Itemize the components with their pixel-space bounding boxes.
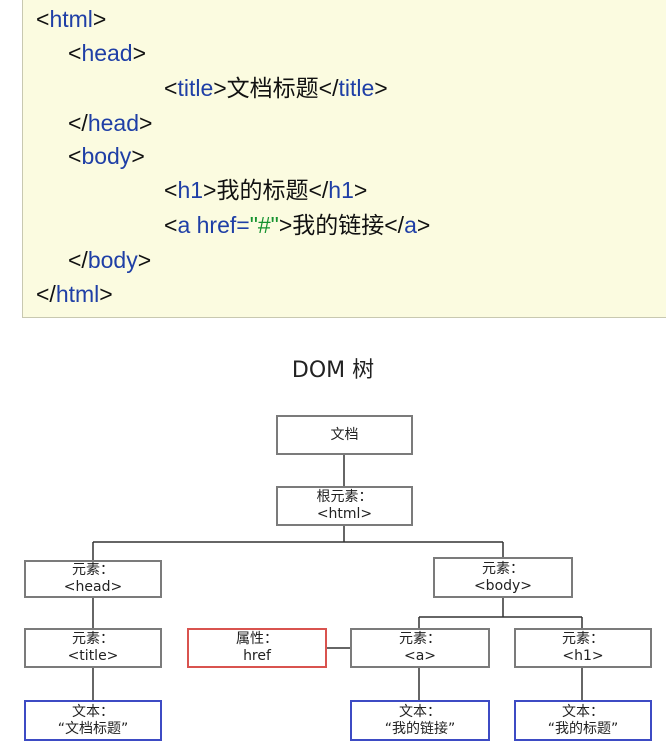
code-token: body	[81, 143, 132, 169]
code-token: >	[416, 212, 431, 238]
code-token: html	[49, 6, 93, 32]
node-document-line1: 文档	[330, 426, 359, 443]
code-token: title	[177, 75, 214, 101]
node-text-title: 文本： “文档标题”	[24, 700, 162, 741]
code-token: a	[404, 212, 417, 238]
code-line-html-open: <html>	[36, 4, 106, 34]
code-token: body	[87, 247, 138, 273]
code-token: <	[68, 40, 82, 66]
code-token: <	[164, 75, 178, 101]
code-token: 我的标题	[216, 177, 309, 203]
node-root-label: 根元素：	[316, 489, 373, 505]
code-line-html-close: </html>	[36, 279, 113, 309]
code-token: head	[81, 40, 133, 66]
node-attribute-href: 属性： href	[187, 628, 327, 668]
code-token: >	[132, 40, 147, 66]
code-token: <	[164, 212, 178, 238]
node-title: 元素： <title>	[24, 628, 162, 668]
node-h1-value: <h1>	[562, 648, 604, 664]
node-root-html: 根元素： <html>	[276, 486, 413, 526]
node-head-value: <head>	[63, 579, 123, 595]
node-text-a-label: 文本：	[399, 703, 441, 720]
code-line-head-open: <head>	[68, 38, 146, 68]
code-line-a: <a href="#">我的链接</a>	[164, 210, 430, 240]
code-token: <	[68, 143, 82, 169]
code-token: "#"	[249, 212, 279, 238]
code-token: </	[308, 177, 329, 203]
node-head: 元素： <head>	[24, 560, 162, 598]
code-token: </	[36, 281, 56, 307]
node-text-h1: 文本： “我的标题”	[514, 700, 652, 741]
node-text-h1-label: 文本：	[562, 703, 604, 720]
code-line-title: <title>文档标题</title>	[164, 73, 388, 103]
code-token: html	[55, 281, 100, 307]
node-root-value: <html>	[316, 506, 373, 522]
code-token: </	[384, 212, 405, 238]
code-token: </	[318, 75, 339, 101]
code-token: >	[213, 75, 227, 101]
node-document: 文档	[276, 415, 413, 455]
node-body-label: 元素：	[482, 560, 524, 577]
node-text-a: 文本： “我的链接”	[350, 700, 490, 741]
code-token: 我的链接	[292, 212, 385, 238]
code-token: >	[131, 143, 145, 169]
code-token: 文档标题	[226, 75, 319, 101]
code-token: >	[99, 281, 113, 307]
code-token: >	[137, 247, 152, 273]
node-text-title-value: “文档标题”	[57, 720, 129, 737]
node-text-h1-value: “我的标题”	[547, 720, 619, 737]
code-token: </	[68, 110, 88, 136]
dom-tree-title: DOM 树	[291, 358, 375, 383]
node-a-value: <a>	[403, 648, 437, 664]
node-head-label: 元素：	[72, 562, 114, 578]
node-title-label: 元素：	[72, 631, 114, 647]
code-token: head	[87, 110, 139, 136]
code-token: >	[203, 177, 217, 203]
code-token: >	[353, 177, 368, 203]
code-token: a href=	[177, 212, 250, 238]
code-token: >	[139, 110, 153, 136]
code-token: <	[36, 6, 50, 32]
code-token: >	[92, 6, 107, 32]
node-text-title-label: 文本：	[72, 703, 114, 720]
node-body-value: <body>	[473, 577, 533, 594]
code-token: </	[68, 247, 88, 273]
code-panel: <html> <head> <title>文档标题</title> </head…	[22, 0, 666, 318]
node-h1: 元素： <h1>	[514, 628, 652, 668]
code-token: <	[164, 177, 178, 203]
code-line-head-close: </head>	[68, 108, 152, 138]
node-body: 元素： <body>	[433, 557, 573, 598]
node-title-value: <title>	[67, 648, 119, 664]
code-token: h1	[328, 177, 354, 203]
node-a-label: 元素：	[399, 631, 441, 647]
node-attr-label: 属性：	[236, 631, 278, 647]
code-line-body-open: <body>	[68, 141, 145, 171]
code-token: h1	[177, 177, 204, 203]
code-token: title	[338, 75, 375, 101]
code-line-body-close: </body>	[68, 245, 151, 275]
code-line-h1: <h1>我的标题</h1>	[164, 175, 367, 205]
node-h1-label: 元素：	[562, 631, 604, 647]
code-token: >	[374, 75, 388, 101]
node-a: 元素： <a>	[350, 628, 490, 668]
node-attr-value: href	[243, 648, 271, 664]
code-token: >	[278, 212, 293, 238]
node-text-a-value: “我的链接”	[384, 720, 456, 737]
